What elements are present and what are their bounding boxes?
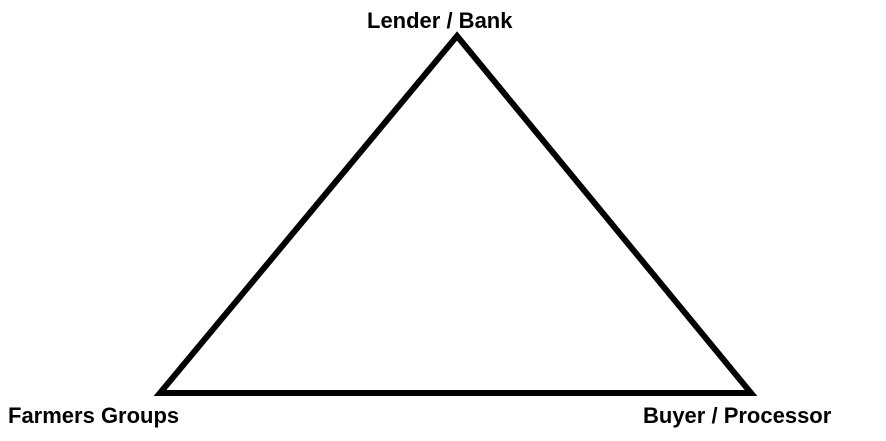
- node-lender-bank: Lender / Bank: [367, 8, 513, 33]
- node-farmers-groups: Farmers Groups: [8, 403, 180, 428]
- relationship-triangle: [153, 31, 758, 396]
- node-buyer-processor: Buyer / Processor: [643, 403, 832, 428]
